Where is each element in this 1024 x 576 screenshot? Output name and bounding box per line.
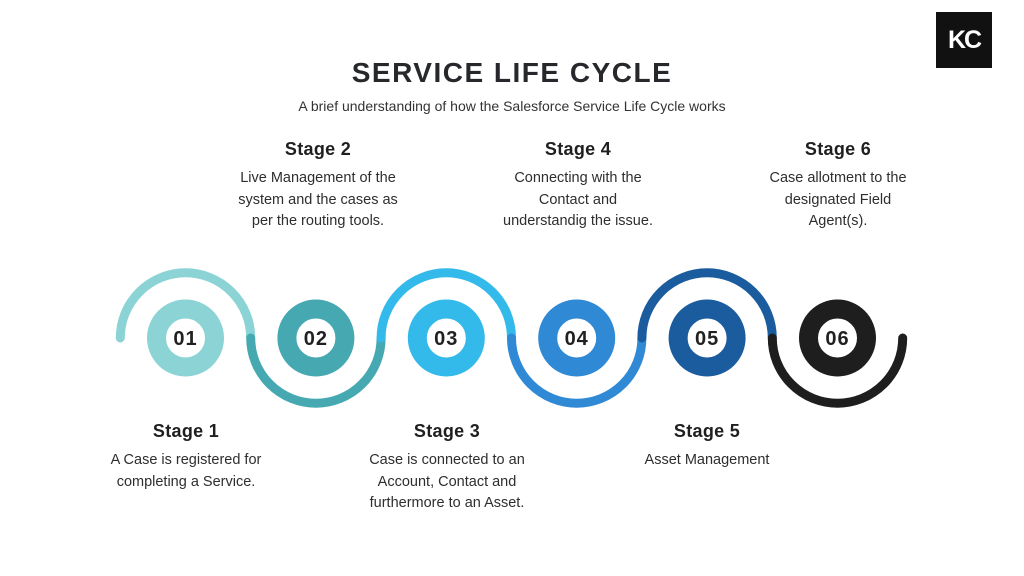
stage-1-connector-arc bbox=[115, 268, 256, 343]
stage-5-ring bbox=[668, 299, 746, 377]
stage-4-node: 04 bbox=[507, 299, 647, 408]
stage-2-ring bbox=[277, 299, 355, 377]
stage-3-text-block: Stage 3 Case is connected to an Account,… bbox=[332, 420, 562, 515]
stage-3-description: Case is connected to an Account, Contact… bbox=[369, 452, 525, 511]
stage-6-connector-arc bbox=[767, 333, 908, 408]
stage-2-connector-arc bbox=[246, 333, 386, 408]
stage-5-node: 05 bbox=[637, 268, 777, 377]
stage-2-description: Live Management of the system and the ca… bbox=[238, 170, 398, 229]
stage-5-number: 05 bbox=[695, 328, 719, 350]
stage-1-text-block: Stage 1 A Case is registered for complet… bbox=[71, 420, 301, 493]
stage-4-connector-arc bbox=[507, 333, 647, 408]
stage-3-node: 03 bbox=[376, 268, 516, 377]
stage-6-title: Stage 6 bbox=[804, 139, 872, 159]
stage-6-description: Case allotment to the designated Field A… bbox=[769, 170, 907, 229]
stage-1-ring bbox=[147, 299, 224, 377]
stage-6-text-block: Stage 6 Case allotment to the designated… bbox=[723, 138, 953, 233]
stage-4-number: 04 bbox=[565, 328, 589, 350]
stage-3-number: 03 bbox=[434, 328, 458, 350]
stage-4-ring bbox=[538, 299, 616, 377]
stage-4-title: Stage 4 bbox=[544, 139, 612, 159]
stage-5-description: Asset Management bbox=[644, 452, 770, 468]
page-subtitle: A brief understanding of how the Salesfo… bbox=[298, 98, 726, 114]
stage-2-number: 02 bbox=[304, 328, 328, 350]
stage-1-node: 01 bbox=[115, 268, 256, 377]
stage-6-ring bbox=[799, 299, 876, 377]
stage-4-text-block: Stage 4 Connecting with the Contact and … bbox=[463, 138, 693, 233]
page-title: SERVICE LIFE CYCLE bbox=[351, 57, 673, 88]
stage-5-text-block: Stage 5 Asset Management bbox=[592, 420, 822, 472]
stage-4-description: Connecting with the Contact and understa… bbox=[503, 170, 653, 229]
brand-logo: KC bbox=[936, 12, 992, 68]
stage-5-connector-arc bbox=[637, 268, 777, 343]
stage-6-number: 06 bbox=[825, 328, 849, 350]
stage-3-connector-arc bbox=[376, 268, 516, 343]
stage-3-ring bbox=[407, 299, 485, 377]
stage-1-number: 01 bbox=[173, 328, 197, 350]
brand-logo-monogram: KC bbox=[947, 25, 982, 54]
stage-2-title: Stage 2 bbox=[284, 139, 352, 159]
stage-1-description: A Case is registered for completing a Se… bbox=[110, 452, 262, 490]
stage-5-title: Stage 5 bbox=[673, 421, 741, 441]
stage-3-title: Stage 3 bbox=[413, 421, 481, 441]
stage-2-node: 02 bbox=[246, 299, 386, 408]
stage-2-text-block: Stage 2 Live Management of the system an… bbox=[203, 138, 433, 233]
stage-6-node: 06 bbox=[767, 299, 908, 408]
stage-1-title: Stage 1 bbox=[152, 421, 220, 441]
